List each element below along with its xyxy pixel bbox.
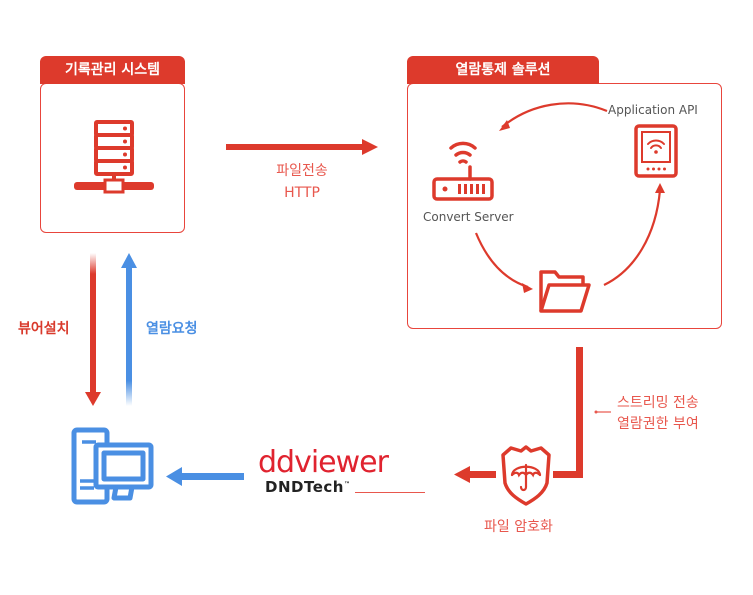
control-solution-title: 열람통제 솔루션: [407, 56, 599, 84]
records-system-box: [40, 83, 185, 233]
file-transfer-label: 파일전송 HTTP: [262, 160, 342, 204]
streaming-label: 스트리밍 전송 열람권한 부여: [617, 393, 699, 435]
streaming-line2: 열람권한 부여: [617, 416, 699, 432]
wifi-router-icon: [430, 133, 496, 205]
logo-company: DNDTech™: [265, 478, 350, 496]
file-transfer-line1: 파일전송: [276, 163, 328, 179]
shield-umbrella-icon: [497, 445, 555, 507]
view-request-arrow: [121, 253, 137, 406]
viewer-install-arrow: [85, 253, 101, 406]
encryption-label: 파일 암호화: [484, 519, 553, 535]
logo-tm: ™: [343, 481, 351, 488]
http-transfer-arrow: [226, 139, 378, 155]
application-api-label: Application API: [608, 103, 698, 117]
logo-underline: [355, 492, 425, 493]
to-client-arrow: [166, 467, 244, 486]
server-network-icon: [72, 118, 156, 200]
streaming-path: [454, 347, 583, 483]
records-system-title: 기록관리 시스템: [40, 56, 185, 84]
view-request-label: 열람요청: [146, 321, 198, 337]
logo-brand: ddviewer: [258, 445, 389, 480]
control-solution-box: [407, 83, 722, 329]
tablet-wifi-icon: [634, 124, 678, 178]
convert-server-label: Convert Server: [423, 210, 514, 224]
ddviewer-logo: ddviewer DNDTech™: [255, 446, 435, 500]
viewer-install-label: 뷰어설치: [18, 321, 70, 337]
file-transfer-line2: HTTP: [284, 185, 320, 201]
logo-company-text: DNDTech: [265, 478, 344, 496]
process-cycle: [474, 102, 662, 289]
streaming-line1: 스트리밍 전송: [617, 395, 699, 411]
desktop-computer-icon: [70, 426, 156, 506]
folder-icon: [537, 267, 593, 315]
